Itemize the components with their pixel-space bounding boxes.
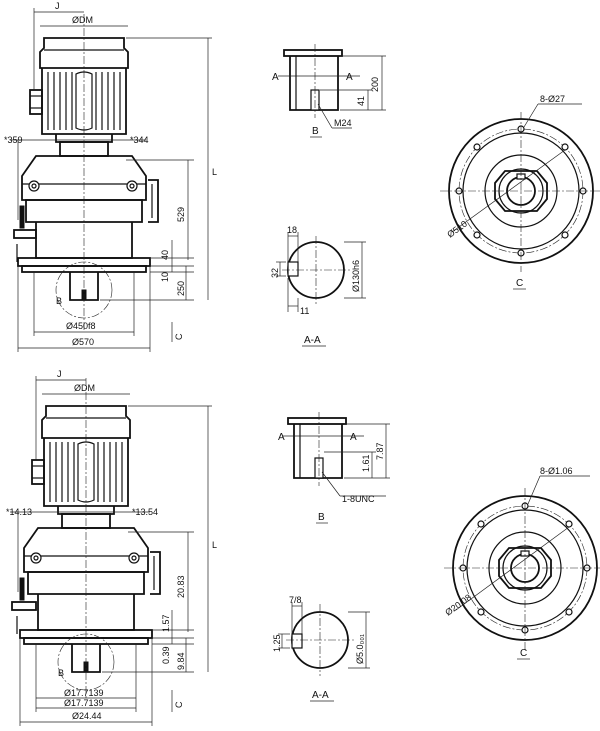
- imperial-flange-holes: 8-Ø1.06: [540, 466, 573, 476]
- imperial-dim-body-height: 20.83: [176, 575, 186, 598]
- metric-section-dim-18: 18: [287, 225, 297, 235]
- imperial-dim-flange-157: 1.57: [161, 614, 171, 632]
- imperial-section-dim-78: 7/8: [289, 595, 302, 605]
- metric-dim-right-offset: *344: [130, 135, 149, 145]
- metric-section-dim-shaft: Ø130h6: [351, 260, 361, 292]
- metric-shaft-a-left: A: [272, 72, 279, 83]
- imperial-dim-dm: ØDM: [74, 383, 95, 393]
- imperial-dim-flange-039: 0.39: [161, 646, 171, 664]
- metric-label-b: B: [56, 296, 62, 306]
- imperial-dim-j: J: [57, 369, 62, 379]
- imperial-shaft-side-view: A A 7.87 1.61 1-8UNC B: [278, 412, 390, 524]
- imperial-side-view: [11, 378, 161, 700]
- metric-dimensions: J ØDM L *359 *344 529 40 10: [4, 1, 217, 352]
- imperial-shaft-a-left: A: [278, 432, 285, 443]
- metric-dim-body-height: 529: [176, 207, 186, 222]
- metric-section-aa: 18 32 11 Ø130h6 A-A: [270, 225, 366, 347]
- imperial-drawing-set: J ØDM L *14.13 *13.54 20.83 1.57 0.39 9.…: [6, 369, 600, 726]
- imperial-dim-left-offset: *14.13: [6, 507, 32, 517]
- metric-dim-l: L: [212, 167, 217, 177]
- metric-dim-left-offset: *359: [4, 135, 23, 145]
- metric-dim-spigot: Ø450f8: [66, 321, 96, 331]
- metric-flange-view-label: C: [516, 278, 523, 289]
- imperial-dim-l: L: [212, 540, 217, 550]
- imperial-dim-right-offset: *13.54: [132, 507, 158, 517]
- metric-dim-shaft-250: 250: [176, 281, 186, 296]
- imperial-section-dim-shaft: Ø5.0₀₀₁: [355, 634, 365, 664]
- imperial-dim-spigot-1: Ø17.7139: [64, 688, 104, 698]
- imperial-shaft-view-label: B: [318, 512, 325, 523]
- imperial-dimensions: J ØDM L *14.13 *13.54 20.83 1.57 0.39 9.…: [6, 369, 217, 726]
- imperial-label-c: C: [174, 701, 184, 708]
- imperial-flange-view-label: C: [520, 648, 527, 659]
- metric-shaft-side-view: A A 200 41 M24 B: [272, 44, 386, 138]
- metric-section-dim-32: 32: [270, 268, 280, 278]
- imperial-shaft-a-right: A: [350, 432, 357, 443]
- metric-shaft-dim-200: 200: [370, 77, 380, 92]
- metric-dim-base: Ø570: [72, 337, 94, 347]
- imperial-flange-view: 8-Ø1.06 Ø20.08 C: [443, 466, 600, 660]
- metric-drawing-set: J ØDM L *359 *344 529 40 10: [4, 1, 600, 352]
- metric-shaft-a-right: A: [346, 72, 353, 83]
- metric-dim-flange-40: 40: [160, 250, 170, 260]
- metric-side-view: [13, 14, 159, 330]
- metric-section-view-label: A-A: [304, 335, 321, 346]
- imperial-dim-base: Ø24.44: [72, 711, 102, 721]
- imperial-section-aa: 7/8 1.25 Ø5.0₀₀₁ A-A: [272, 595, 370, 702]
- metric-flange-holes: 8-Ø27: [540, 94, 565, 104]
- imperial-label-b: B: [58, 668, 64, 678]
- metric-shaft-dim-41: 41: [356, 96, 366, 106]
- imperial-dim-shaft-984: 9.84: [176, 652, 186, 670]
- imperial-section-dim-125: 1.25: [272, 634, 282, 652]
- metric-dim-flange-10: 10: [160, 272, 170, 282]
- metric-dim-j: J: [55, 1, 60, 11]
- metric-dim-dm: ØDM: [72, 15, 93, 25]
- metric-shaft-thread: M24: [334, 118, 352, 128]
- imperial-shaft-thread: 1-8UNC: [342, 494, 375, 504]
- metric-shaft-view-label: B: [312, 126, 319, 137]
- metric-section-dim-11: 11: [300, 306, 309, 316]
- imperial-section-view-label: A-A: [312, 690, 329, 701]
- metric-flange-view: 8-Ø27 Ø510 C: [440, 94, 600, 290]
- imperial-shaft-dim-161: 1.61: [361, 454, 371, 472]
- imperial-shaft-dim-787: 7.87: [375, 442, 385, 460]
- metric-label-c: C: [174, 333, 184, 340]
- imperial-dim-spigot-2: Ø17.7139: [64, 698, 104, 708]
